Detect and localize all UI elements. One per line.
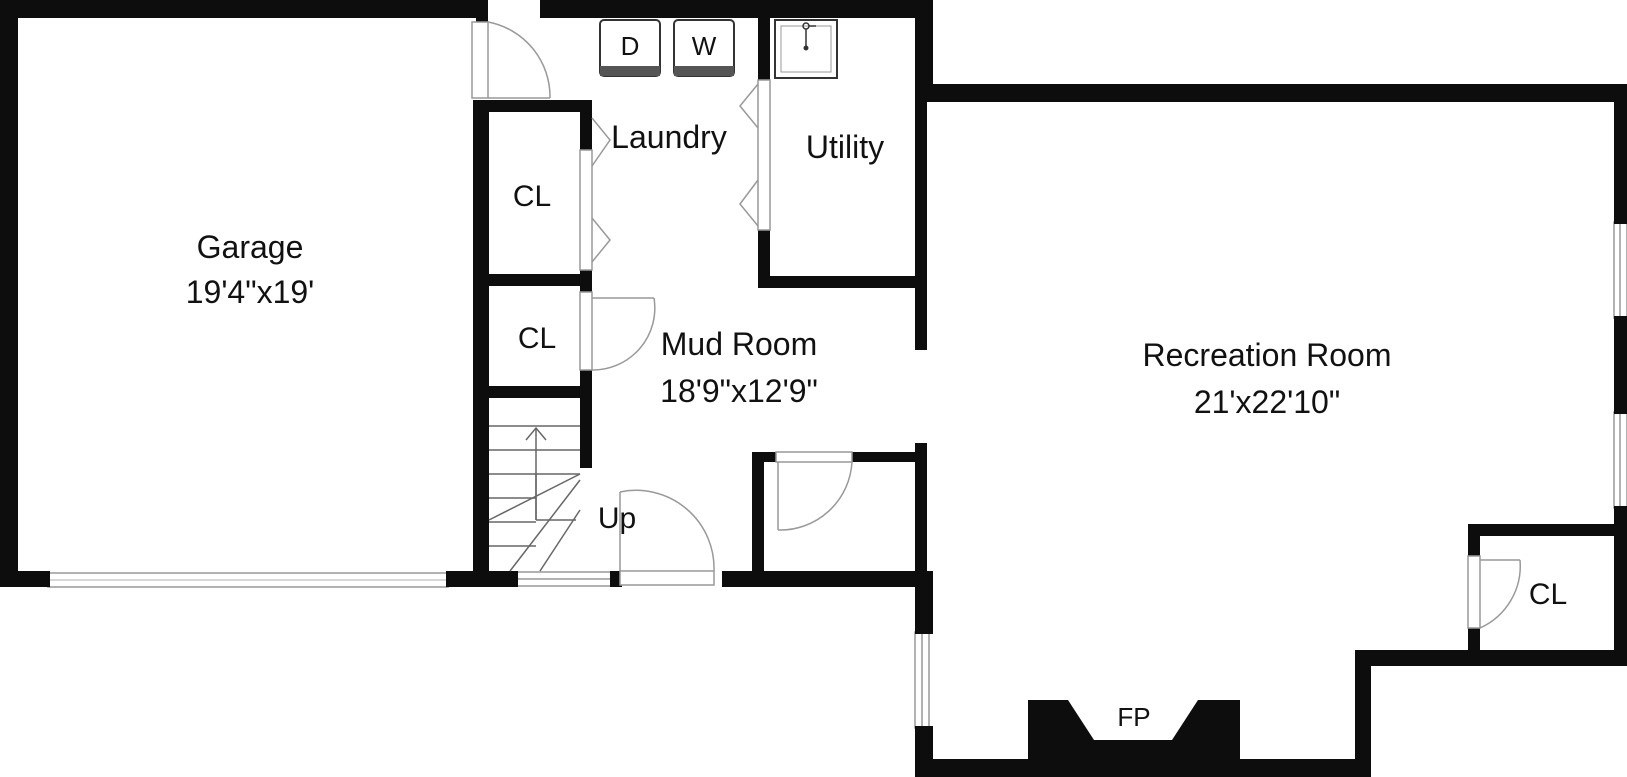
recreation-room-name: Recreation Room [1143, 337, 1392, 373]
appliances: D W [599, 19, 838, 79]
fireplace-label: FP [1117, 702, 1150, 732]
up-arrow-icon [525, 426, 547, 441]
garage-left-wall [0, 0, 18, 587]
garage-dims: 19'4"x19' [186, 274, 315, 310]
closet-rec-name: CL [1529, 578, 1567, 611]
dryer-label: D [621, 31, 640, 61]
mudroom-dims: 18'9"x12'9" [660, 373, 818, 409]
garage-name: Garage [197, 229, 304, 265]
utility-sink [774, 19, 838, 79]
fireplace: FP [1028, 700, 1240, 761]
utility-left-wall [758, 18, 770, 80]
staircase [488, 425, 581, 572]
stairs-up-label: Up [598, 502, 636, 535]
laundry-name: Laundry [611, 119, 727, 155]
utility-name: Utility [806, 129, 884, 165]
garage-entry-door [471, 21, 551, 99]
closet-mid-door [579, 291, 656, 371]
washer: W [673, 19, 735, 77]
recreation-room-dims: 21'x22'10" [1194, 384, 1340, 420]
closet-mudroom-door [775, 451, 853, 531]
mudroom-exterior-door [619, 489, 715, 586]
rec-top-wall [915, 84, 1627, 102]
closet-top-bifold-door [579, 117, 611, 271]
closet-top-name: CL [513, 180, 551, 213]
washer-label: W [692, 31, 717, 61]
rec-bottom-wall [915, 759, 1371, 777]
mudroom-name: Mud Room [661, 326, 818, 362]
rec-right-wall [1614, 84, 1627, 224]
room-labels: Garage 19'4"x19' Laundry Utility Mud Roo… [186, 119, 1567, 611]
top-wall [540, 0, 933, 18]
utility-right-wall [915, 0, 933, 90]
garage-top-wall [0, 0, 480, 18]
closet-mid-name: CL [518, 322, 556, 355]
utility-bifold-door [739, 79, 771, 231]
dryer: D [599, 19, 661, 77]
rec-closet-door [1467, 555, 1522, 629]
doors [471, 21, 1522, 629]
